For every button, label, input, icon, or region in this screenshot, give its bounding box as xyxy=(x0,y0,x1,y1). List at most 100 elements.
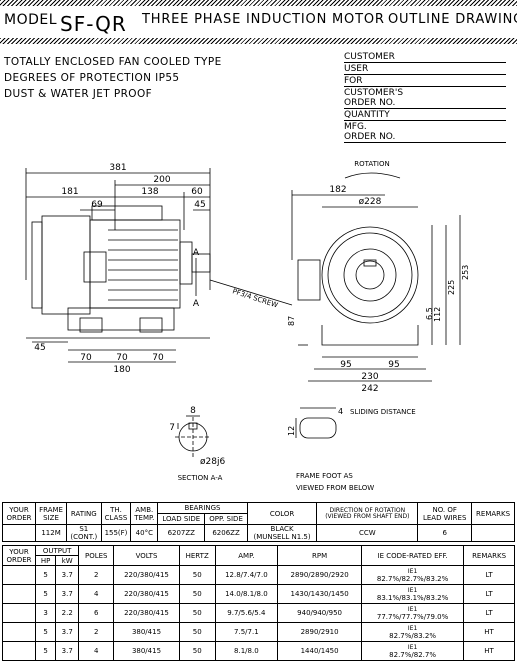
col-hertz: HERTZ xyxy=(178,545,216,566)
cell-opp-side: 6206ZZ xyxy=(204,524,248,542)
dim-69: 69 xyxy=(91,200,103,210)
spec-item: DUST & WATER JET PROOF xyxy=(4,88,153,100)
cell-amp: 12.8/7.4/7.0 xyxy=(214,565,279,585)
dim-138: 138 xyxy=(141,187,158,197)
dim-8: 8 xyxy=(190,406,196,416)
foot-label-2: VIEWED FROM BELOW xyxy=(296,484,374,492)
cell-volts: 380/415 xyxy=(113,622,180,642)
cell-hp: 5 xyxy=(34,565,57,585)
cell-remarks[interactable] xyxy=(471,524,515,542)
cell-amp: 14.0/8.1/8.0 xyxy=(214,584,279,604)
dim-181: 181 xyxy=(61,187,78,197)
cell-your-order[interactable] xyxy=(2,603,36,623)
cell-load-side: 6207ZZ xyxy=(157,524,206,542)
cell-remarks: HT xyxy=(463,641,515,661)
cell-hp: 5 xyxy=(34,584,57,604)
cell-amp: 9.7/5.6/5.4 xyxy=(214,603,279,623)
spec-item: DEGREES OF PROTECTION IP55 xyxy=(4,72,180,84)
cell-kw: 3.7 xyxy=(55,565,80,585)
dim-87: 87 xyxy=(287,316,296,326)
side-view xyxy=(25,168,211,363)
col-remarks: REMARKS xyxy=(471,502,515,525)
dim-70-a: 70 xyxy=(80,353,92,363)
col-output: OUTPUT xyxy=(34,545,80,556)
cell-amp: 7.5/7.1 xyxy=(214,622,279,642)
cell-rpm: 2890/2890/2920 xyxy=(277,565,363,585)
cell-remarks: LT xyxy=(463,603,515,623)
ie-eff: 82.7%/83.2% xyxy=(389,631,436,640)
cell-frame-size: 112M xyxy=(34,524,68,542)
foot-view xyxy=(295,407,337,439)
col-color: COLOR xyxy=(246,502,318,525)
cell-hertz: 50 xyxy=(178,565,216,585)
model-label: MODEL xyxy=(4,12,58,28)
quantity-field[interactable]: QUANTITY xyxy=(344,109,506,121)
top-hatch-border xyxy=(0,0,517,6)
dim-4: 4 xyxy=(338,407,343,416)
ie-code: IE1 xyxy=(407,567,418,575)
dim-182: 182 xyxy=(329,185,346,195)
cell-remarks: LT xyxy=(463,565,515,585)
table-row: 5 3.7 4 220/380/415 50 14.0/8.1/8.0 1430… xyxy=(2,584,515,604)
cell-amp: 8.1/8.0 xyxy=(214,641,279,661)
cell-hertz: 50 xyxy=(178,584,216,604)
user-field[interactable]: USER xyxy=(344,63,506,75)
cell-your-order[interactable] xyxy=(2,524,36,542)
cell-hp: 3 xyxy=(34,603,57,623)
cell-kw: 2.2 xyxy=(55,603,80,623)
dim-95-a: 95 xyxy=(340,360,351,370)
cell-your-order[interactable] xyxy=(2,584,36,604)
cell-poles: 4 xyxy=(78,584,115,604)
dim-45-top: 45 xyxy=(194,200,205,210)
col-hp: HP xyxy=(34,555,57,566)
cell-remarks: LT xyxy=(463,584,515,604)
cell-hp: 5 xyxy=(34,622,57,642)
cell-rpm: 940/940/950 xyxy=(277,603,363,623)
sliding-distance: SLIDING DISTANCE xyxy=(350,408,416,416)
cell-kw: 3.7 xyxy=(55,641,80,661)
cell-your-order[interactable] xyxy=(2,622,36,642)
dim-shaft-28: ø28j6 xyxy=(200,457,225,467)
dim-253: 253 xyxy=(461,265,470,280)
customer-field[interactable]: CUSTOMER xyxy=(344,51,506,63)
col-rpm: RPM xyxy=(277,545,363,566)
cell-poles: 2 xyxy=(78,622,115,642)
mfg-order-field[interactable]: MFG.ORDER NO. xyxy=(344,121,506,143)
motor-description: THREE PHASE INDUCTION MOTOR xyxy=(142,12,385,27)
spec-list: TOTALLY ENCLOSED FAN COOLED TYPE DEGREES… xyxy=(4,54,222,102)
cell-hertz: 50 xyxy=(178,622,216,642)
cell-your-order[interactable] xyxy=(2,565,36,585)
cell-volts: 380/415 xyxy=(113,641,180,661)
col-remarks: REMARKS xyxy=(463,545,515,566)
for-field[interactable]: FOR xyxy=(344,75,506,87)
cell-rpm: 1440/1450 xyxy=(277,641,363,661)
drawing-type: OUTLINE DRAWING xyxy=(388,12,517,27)
section-mark-bottom: A xyxy=(193,299,200,309)
ie-code: IE1 xyxy=(407,586,418,594)
ie-eff: 77.7%/77.7%/79.0% xyxy=(376,612,449,621)
cell-rpm: 1430/1430/1450 xyxy=(277,584,363,604)
cell-hertz: 50 xyxy=(178,641,216,661)
cell-your-order[interactable] xyxy=(2,641,36,661)
cell-color: BLACK(MUNSELL N1.5) xyxy=(246,524,318,542)
col-kw: kW xyxy=(55,555,80,566)
table-row: 112M S1(CONT.) 155(F) 40°C 6207ZZ 6206ZZ… xyxy=(2,524,515,542)
col-load-side: LOAD SIDE xyxy=(157,513,206,525)
col-amb-temp: AMB.TEMP. xyxy=(130,502,159,525)
table-row: 5 3.7 4 380/415 50 8.1/8.0 1440/1450 IE1… xyxy=(2,641,515,661)
cell-hp: 5 xyxy=(34,641,57,661)
cell-hertz: 50 xyxy=(178,603,216,623)
ie-eff: 82.7%/82.7% xyxy=(389,650,436,659)
cell-lead-wires: 6 xyxy=(417,524,473,542)
front-view xyxy=(209,172,461,382)
table-row: 3 2.2 6 220/380/415 50 9.7/5.6/5.4 940/9… xyxy=(2,603,515,623)
foot-label-1: FRAME FOOT AS xyxy=(296,472,353,480)
cell-poles: 4 xyxy=(78,641,115,661)
col-amp: AMP. xyxy=(214,545,279,566)
